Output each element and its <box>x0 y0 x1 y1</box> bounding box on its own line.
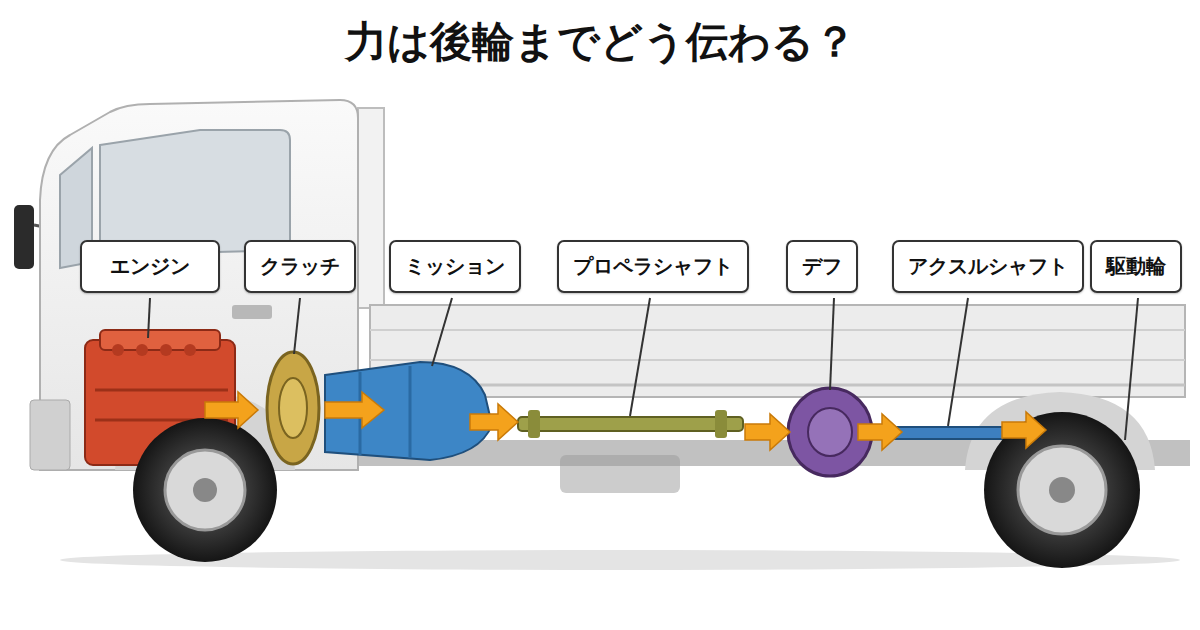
flow-arrows <box>205 392 1046 450</box>
leader-line <box>948 298 968 426</box>
callout-box: エンジン <box>80 240 220 293</box>
bumper <box>30 400 70 470</box>
engine-detail <box>184 344 196 356</box>
leader-line <box>294 298 300 354</box>
front-rim <box>165 450 245 530</box>
bed-line <box>370 329 1185 331</box>
cargo-bed <box>370 305 1185 397</box>
cab-window <box>100 130 290 255</box>
engine-detail <box>136 344 148 356</box>
leader-line <box>432 298 452 366</box>
front-tire <box>133 418 277 562</box>
callout-box: 駆動輪 <box>1090 240 1182 293</box>
callout-box: デフ <box>786 240 858 293</box>
universal-joint <box>528 410 540 438</box>
part-label: プロペラシャフト <box>573 254 733 278</box>
part-label: 駆動輪 <box>1106 254 1166 278</box>
flow-arrow <box>470 404 518 440</box>
leader-line <box>148 298 150 338</box>
part-label: ミッション <box>405 254 505 278</box>
rear-rim <box>1018 446 1106 534</box>
transmission-detail <box>409 366 412 458</box>
clutch <box>267 352 319 464</box>
diagram-title: 力は後輪までどう伝わる？ <box>0 14 1200 70</box>
part-label: デフ <box>802 254 842 278</box>
leader-line <box>630 298 650 416</box>
cab-body <box>40 100 358 470</box>
flow-arrow <box>325 392 384 428</box>
engine-detail <box>160 344 172 356</box>
part-label: エンジン <box>110 254 190 278</box>
engine-detail <box>112 344 124 356</box>
door-handle <box>232 305 272 319</box>
transmission <box>325 362 492 460</box>
rear-hub <box>1049 477 1075 503</box>
callout-box: クラッチ <box>244 240 356 293</box>
fuel-tank <box>560 455 680 493</box>
engine-detail <box>95 389 228 392</box>
headboard <box>358 108 384 308</box>
callout-box: プロペラシャフト <box>557 240 749 293</box>
bed-line <box>370 384 1185 387</box>
part-label: クラッチ <box>260 254 340 278</box>
leader-line <box>1125 298 1138 440</box>
front-hub <box>193 478 217 502</box>
callout-box: アクスルシャフト <box>892 240 1084 293</box>
clutch-detail <box>279 378 307 438</box>
callout-box: ミッション <box>389 240 521 293</box>
part-label: アクスルシャフト <box>908 254 1068 278</box>
mirror <box>14 205 34 269</box>
leader-lines <box>148 298 1138 440</box>
flow-arrow <box>858 414 902 450</box>
leader-line <box>830 298 834 390</box>
bed-line <box>370 359 1185 361</box>
flow-arrow <box>1002 412 1046 448</box>
universal-joint <box>715 410 727 438</box>
flow-arrow <box>745 414 790 450</box>
flow-arrow <box>205 392 258 428</box>
rear-tire <box>984 412 1140 568</box>
propeller-shaft <box>518 417 743 431</box>
differential-detail <box>808 408 852 456</box>
